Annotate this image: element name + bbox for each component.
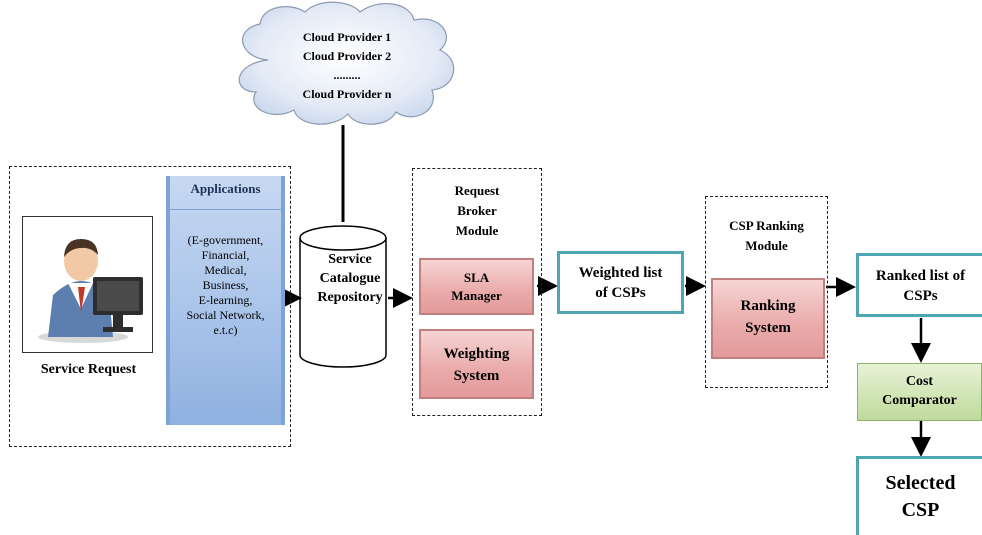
weighted-list-box: Weighted list of CSPs [557,251,684,314]
service-catalogue-repository-label: Service Catalogue Repository [304,250,396,307]
application-item: (E-government, [187,233,264,247]
ranked-list-line: Ranked list of [875,268,966,284]
selected-csp-line: CSP [901,499,940,521]
ranked-list-line: CSPs [903,288,938,304]
request-broker-title: Request Broker Module [412,181,542,241]
selected-csp-box: Selected CSP [856,456,982,535]
applications-title: Applications [190,181,261,196]
csp-ranking-title-line: CSP Ranking [729,218,804,233]
csp-ranking-title-line: Module [745,238,788,253]
csp-ranking-title: CSP Ranking Module [705,216,828,256]
sla-manager-line: SLA [463,270,490,285]
user-computer-icon [38,239,143,343]
weighting-system-line: System [453,368,500,384]
request-broker-module [412,168,542,416]
ranking-system-box: Ranking System [711,278,825,359]
weighting-system-line: Weighting [443,346,510,362]
repository-line: Repository [317,290,383,305]
application-item: Financial, [201,248,250,262]
ranking-system-line: Ranking [740,298,796,314]
applications-list: (E-government, Financial, Medical, Busin… [166,233,285,338]
cloud-provider-list: Cloud Provider 1 Cloud Provider 2 ......… [262,28,432,104]
request-broker-title-line: Broker [457,203,497,218]
repository-cylinder [299,225,387,368]
repository-line: Service [328,252,372,267]
application-item: Business, [202,278,249,292]
weighted-list-line: of CSPs [595,285,646,301]
application-item: Social Network, [186,308,265,322]
request-broker-title-line: Request [454,183,500,198]
repository-line: Catalogue [319,271,381,286]
user-at-computer-image [22,216,153,353]
sla-manager-box: SLA Manager [419,258,534,315]
request-broker-title-line: Module [455,223,499,238]
selected-csp-line: Selected [885,472,956,494]
sla-manager-line: Manager [451,288,502,303]
service-request-label: Service Request [40,362,137,377]
cost-comparator-line: Comparator [882,393,957,408]
csp-ranking-module [705,196,828,388]
application-item: Medical, [204,263,247,277]
cloud-provider-2: Cloud Provider 2 [302,49,392,63]
application-item: E-learning, [198,293,253,307]
cloud-provider-1: Cloud Provider 1 [302,30,392,44]
cloud-provider-n: Cloud Provider n [302,87,392,101]
cloud-shape [238,1,455,125]
ranked-list-box: Ranked list of CSPs [856,253,982,317]
ranking-system-line: System [745,320,791,336]
weighting-system-box: Weighting System [419,329,534,399]
cloud-provider-ellipsis: ......... [333,68,361,82]
applications-panel [166,176,285,425]
service-request-group [9,166,291,447]
applications-divider [170,209,281,210]
weighted-list-line: Weighted list [578,265,663,281]
cost-comparator-line: Cost [905,374,934,389]
application-item: e.t.c) [213,323,238,337]
cost-comparator-box: Cost Comparator [857,363,982,421]
